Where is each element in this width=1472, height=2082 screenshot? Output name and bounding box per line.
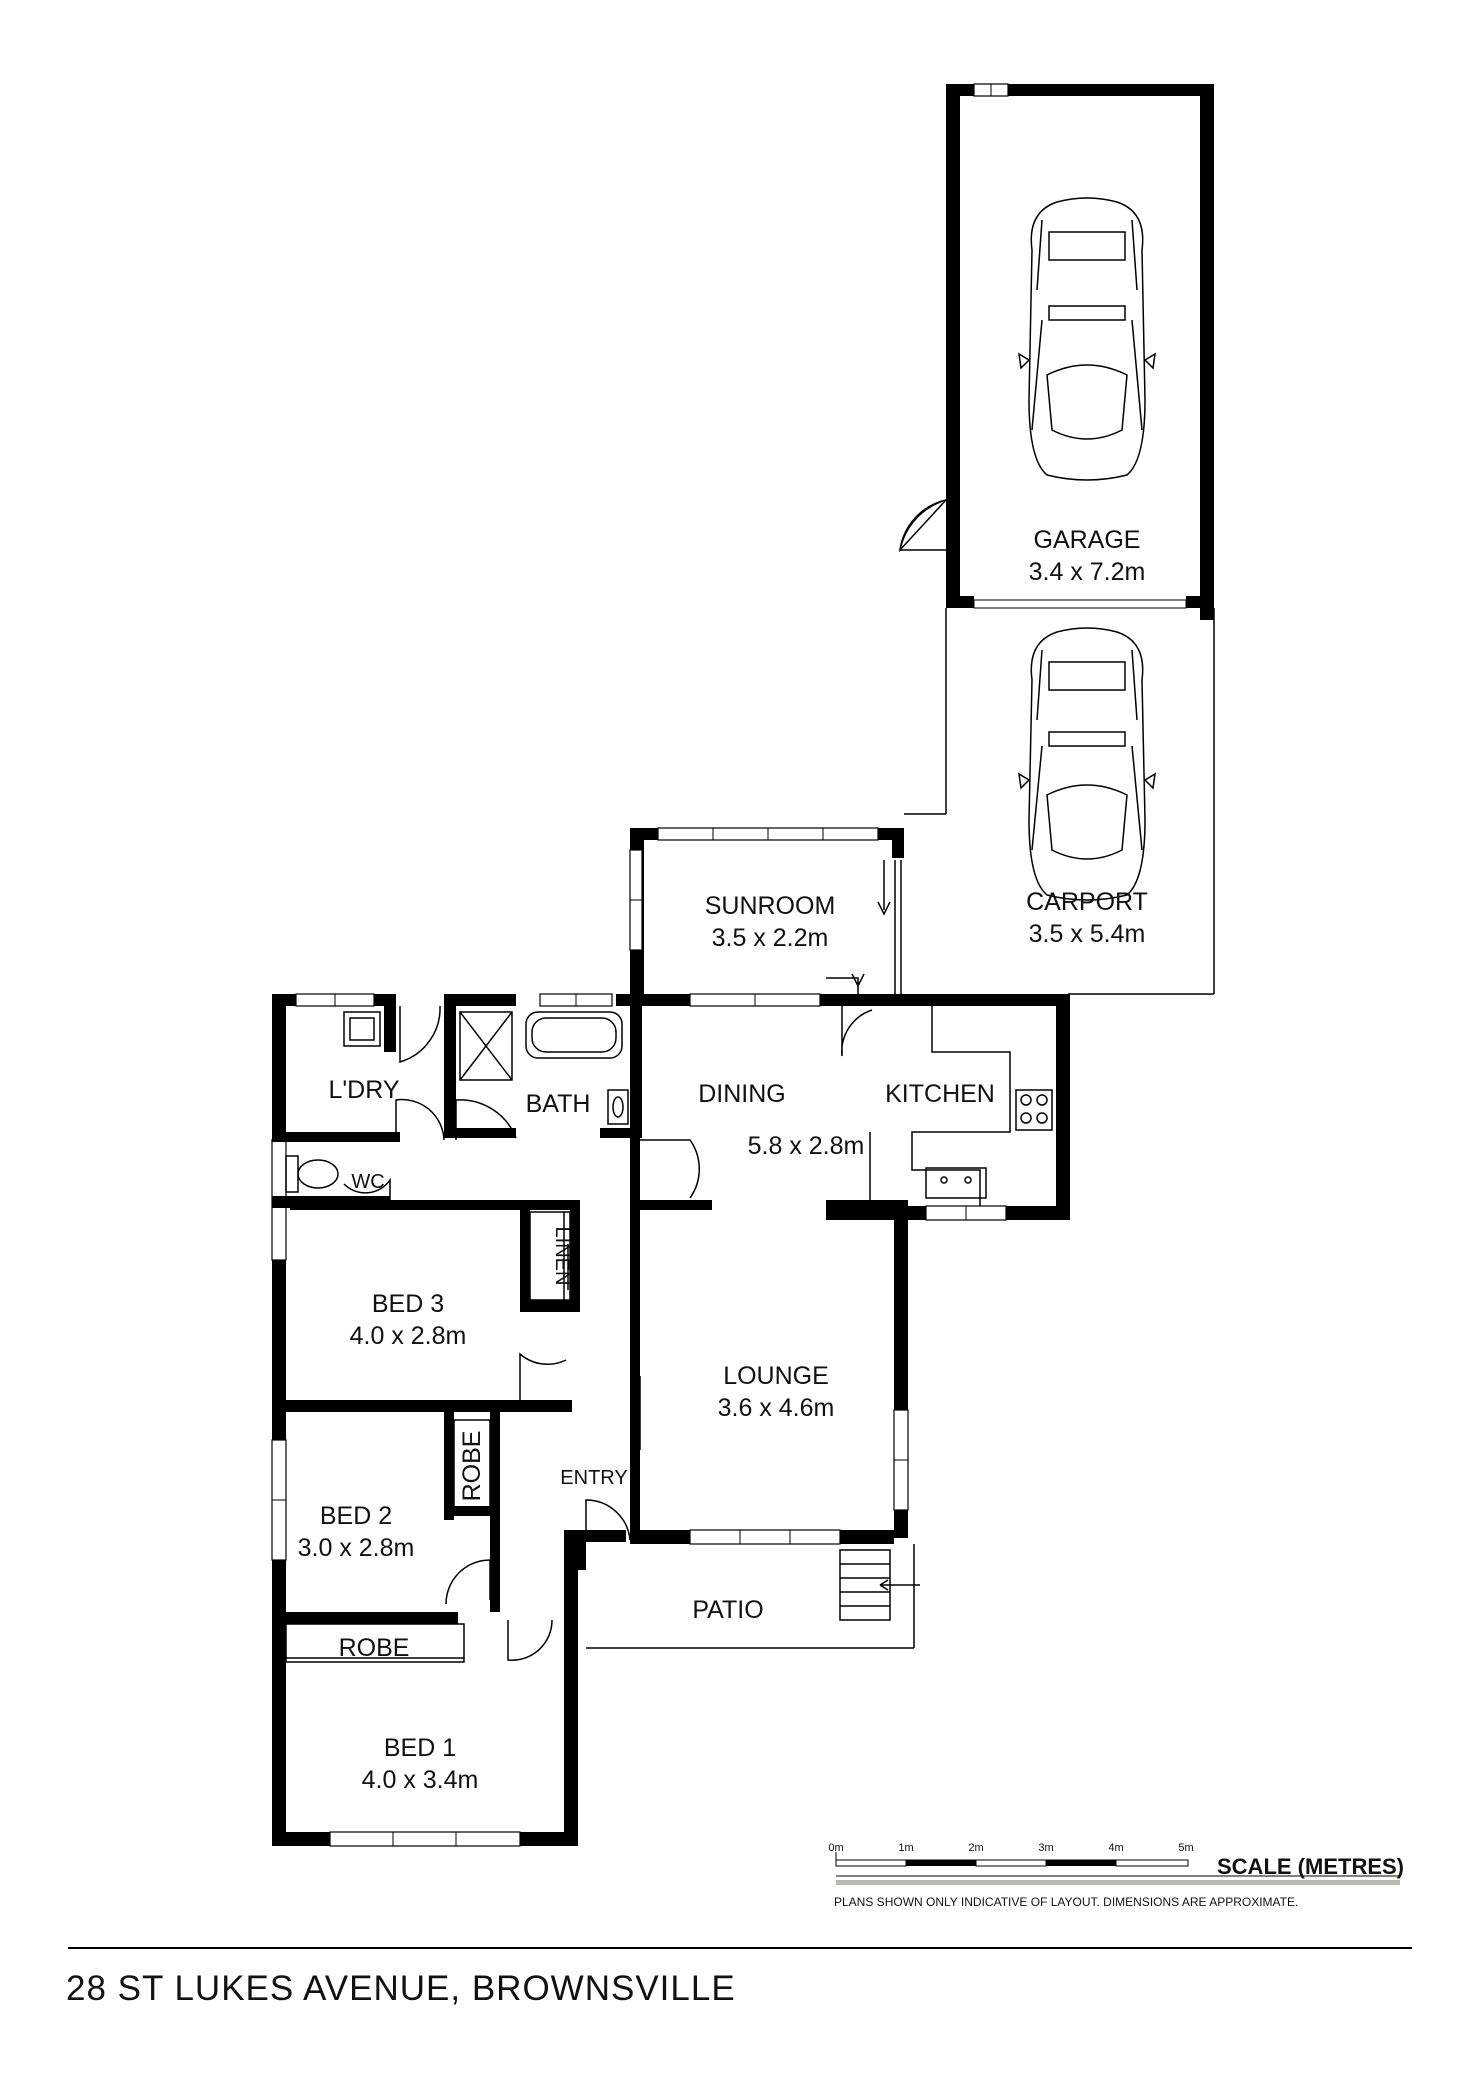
robe-bed1-outline — [285, 1623, 465, 1663]
bed1-name: BED 1 — [384, 1734, 456, 1762]
carport-name: CARPORT — [1026, 888, 1148, 916]
carport-dims: 3.5 x 5.4m — [1029, 920, 1146, 948]
scale-tick-0: 0m — [828, 1842, 843, 1854]
scale-tick-1: 1m — [898, 1842, 913, 1854]
bath-name: BATH — [526, 1090, 591, 1118]
bath-fixtures — [459, 1011, 629, 1125]
patio-name: PATIO — [692, 1596, 763, 1624]
doors — [343, 1005, 873, 1661]
scale-title: SCALE (METRES) — [1217, 1854, 1404, 1879]
laundry-tub — [343, 1011, 381, 1047]
robe-bed2-outline — [453, 1419, 491, 1511]
linen-name: LINEN — [551, 1227, 573, 1286]
bed1-dims: 4.0 x 3.4m — [362, 1766, 479, 1794]
car-garage-icon — [1018, 197, 1156, 481]
garage-walls — [898, 83, 1214, 620]
bed3-name: BED 3 — [372, 1290, 444, 1318]
scale-tick-5: 5m — [1178, 1842, 1193, 1854]
wc-name: WC — [351, 1171, 384, 1193]
dining-kitchen-dims: 5.8 x 2.8m — [748, 1132, 865, 1160]
car-carport-icon — [1018, 627, 1156, 901]
scale-bar: 0m 1m 2m 3m 4m 5m SCALE (METRES) PLANS S… — [828, 1842, 1404, 1909]
robe-bed1-name: ROBE — [339, 1634, 410, 1662]
bed3-dims: 4.0 x 2.8m — [350, 1322, 467, 1350]
dining-name: DINING — [698, 1080, 786, 1108]
disclaimer: PLANS SHOWN ONLY INDICATIVE OF LAYOUT. D… — [834, 1895, 1298, 1909]
patio-outline — [586, 1544, 920, 1649]
main-walls — [271, 993, 1070, 1847]
laundry-name: L'DRY — [328, 1076, 399, 1104]
linen-outline — [529, 1211, 571, 1301]
kitchen-name: KITCHEN — [885, 1080, 995, 1108]
bed2-name: BED 2 — [320, 1502, 392, 1530]
scale-tick-2: 2m — [968, 1842, 983, 1854]
scale-tick-3: 3m — [1038, 1842, 1053, 1854]
toilet-icon — [285, 1155, 339, 1193]
kitchen-benches — [869, 1006, 1053, 1206]
sunroom-dims: 3.5 x 2.2m — [712, 924, 829, 952]
bed2-dims: 3.0 x 2.8m — [298, 1534, 415, 1562]
robe-bed2-name: ROBE — [458, 1431, 486, 1502]
lounge-name: LOUNGE — [723, 1362, 829, 1390]
property-address: 28 ST LUKES AVENUE, BROWNSVILLE — [66, 1969, 736, 2008]
lounge-dims: 3.6 x 4.6m — [718, 1394, 835, 1422]
carport-outline — [904, 608, 1215, 995]
sunroom-name: SUNROOM — [705, 892, 836, 920]
sunroom-walls — [629, 827, 904, 1000]
entry-name: ENTRY — [560, 1467, 627, 1489]
garage-name: GARAGE — [1034, 526, 1141, 554]
garage-dims: 3.4 x 7.2m — [1029, 558, 1146, 586]
scale-tick-4: 4m — [1108, 1842, 1123, 1854]
